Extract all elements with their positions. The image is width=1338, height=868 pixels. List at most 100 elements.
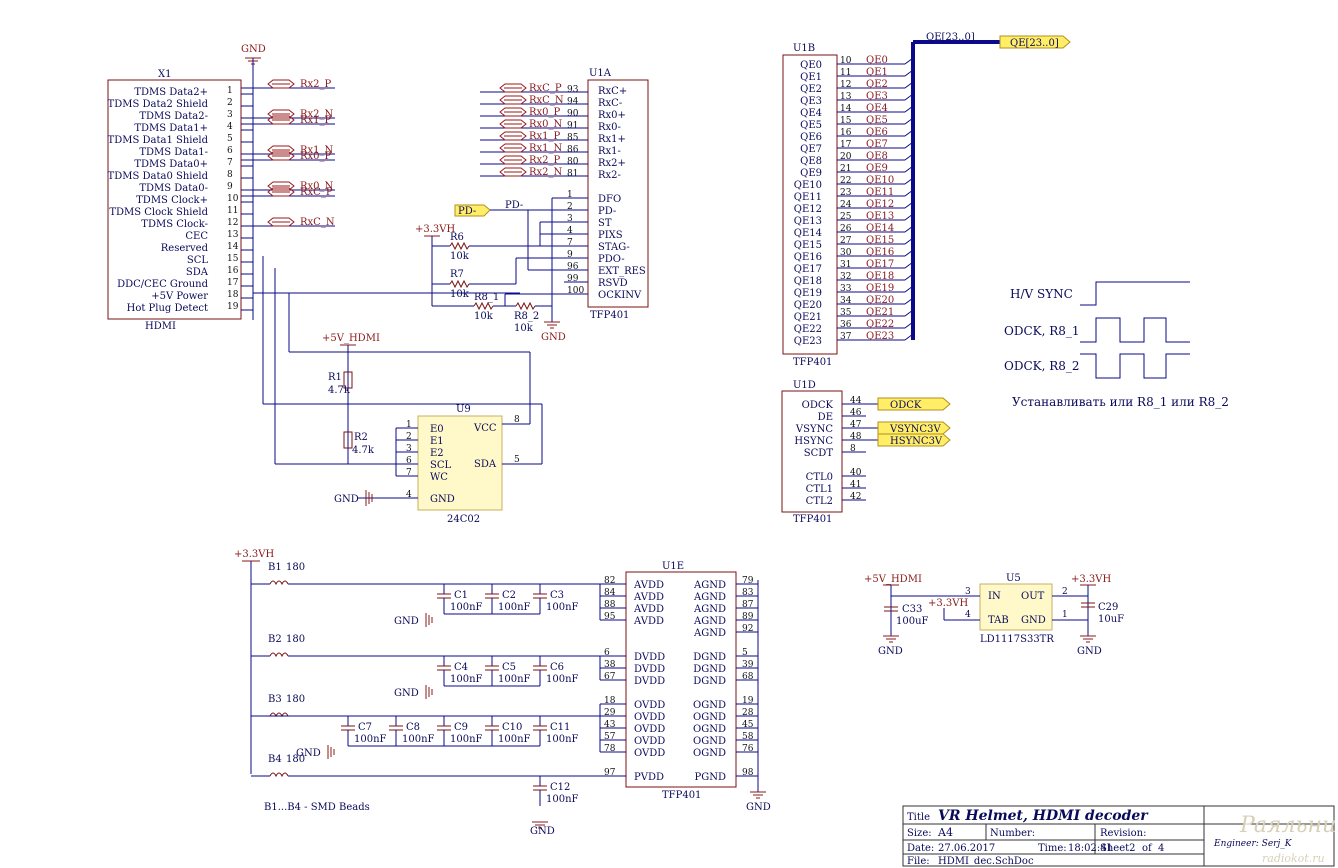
u1e-pin-label: DVDD — [634, 652, 665, 663]
u5-tab-pwr: +3.3VH — [928, 598, 969, 609]
of-value: 4 — [1158, 843, 1164, 854]
cap-ref: C1 — [454, 590, 468, 601]
u9-pin-number: 4 — [406, 490, 412, 500]
x1-pin-number: 2 — [227, 98, 233, 108]
u1e-pin-number: 43 — [604, 720, 616, 730]
u1e-pin-number: 98 — [742, 768, 754, 778]
u9-pin-number: 6 — [406, 456, 412, 466]
bead-value: 180 — [286, 694, 305, 705]
x1-pin-label: TDMS Data2- — [139, 111, 208, 122]
u1a-pin-number: 94 — [567, 97, 579, 107]
x1-pin-label: TDMS Clock Shield — [109, 207, 208, 218]
cap-gnd-label: GND — [394, 688, 419, 699]
u5-pin-out-num: 2 — [1062, 587, 1068, 597]
x1-net-label: Rx2_N — [300, 109, 334, 120]
u1b-pin-number: 15 — [840, 116, 852, 126]
cap-ref: C4 — [454, 662, 468, 673]
u1b-pin-number: 21 — [840, 164, 851, 174]
cap-value: 100nF — [450, 674, 483, 685]
u1d-pin-label: CTL0 — [806, 472, 833, 483]
revision-label: Revision: — [1100, 828, 1146, 839]
u1e-pin-label: OVDD — [634, 700, 665, 711]
size-label: Size: — [907, 828, 932, 839]
u1a-pin-label: RxC+ — [598, 86, 627, 97]
u1b-pin-label: QE3 — [800, 96, 822, 107]
u1b-net-label: QE3 — [866, 91, 888, 102]
u9-pin-number: 5 — [514, 455, 520, 465]
x1-pin-label: TDMS Clock- — [141, 219, 208, 230]
title-block: Title VR Helmet, HDMI decoder Size: A4 N… — [902, 805, 1338, 867]
x1-pin-number: 5 — [227, 134, 233, 144]
u1d-pin-label: CTL2 — [806, 496, 833, 507]
u1b-net-label: QE1 — [866, 67, 888, 78]
u1a-ctl-label: DFO — [598, 194, 621, 205]
cap-ref: C2 — [502, 590, 516, 601]
u1d-pin-number: 41 — [850, 480, 861, 490]
u1b-net-label: QE6 — [866, 127, 888, 138]
u5-ref: U5 — [1006, 573, 1021, 584]
x1-pin-label: SCL — [187, 255, 209, 266]
u1d-pin-label: ODCK — [802, 400, 834, 411]
u1e-pin-label: OVDD — [634, 712, 665, 723]
pd-port — [454, 204, 491, 217]
c33-gnd: GND — [878, 646, 903, 657]
u1b-pin-number: 36 — [840, 320, 852, 330]
r6-ref: R6 — [450, 232, 464, 243]
u1e-pin-number: 76 — [742, 744, 754, 754]
u1d-pin-label: VSYNC — [795, 424, 833, 435]
u1a-ctl-number: 96 — [567, 262, 579, 272]
u5-pin-out: OUT — [1021, 591, 1045, 602]
u1b-pin-label: QE23 — [794, 336, 822, 347]
u1a-ctl-number: 99 — [567, 274, 579, 284]
x1-pin-label: Hot Plug Detect — [127, 303, 208, 314]
u1e-pin-label: AVDD — [633, 592, 664, 603]
u1b-pin-label: QE2 — [800, 84, 822, 95]
u1e-pin-number: 68 — [742, 672, 754, 682]
x1-net-label: RxC_N — [300, 217, 335, 228]
u1e-part: TFP401 — [662, 790, 701, 801]
u1a-ctl-label: ST — [598, 218, 612, 229]
u1d-pin-number: 46 — [850, 408, 862, 418]
u1e-pin-number: 92 — [742, 624, 753, 634]
cap-value: 100nF — [546, 602, 579, 613]
u1e-pin-number: 38 — [604, 660, 616, 670]
u1a-ctl-number: 100 — [567, 286, 584, 296]
u1e-pin-label: PGND — [695, 772, 726, 783]
x1-pin-number: 7 — [227, 158, 233, 168]
u1b-net-label: QE13 — [866, 211, 894, 222]
cap-value: 100nF — [546, 794, 579, 805]
engineer: Engineer: Serj_K — [1213, 839, 1293, 849]
timing-note: Устанавливать или R8_1 или R8_2 — [1012, 395, 1229, 409]
x1-pin-number: 13 — [227, 230, 239, 240]
timing-odck1: ODCK, R8_1 — [1004, 324, 1080, 338]
u1b-pin-label: QE9 — [800, 168, 822, 179]
u1b-net-label: QE11 — [866, 187, 894, 198]
size-value: A4 — [937, 826, 953, 839]
u1b-net-label: QE21 — [866, 307, 894, 318]
bead-value: 180 — [286, 562, 305, 573]
u1a-ctl-number: 7 — [567, 238, 573, 248]
u1a-pin-label: Rx1- — [598, 146, 621, 157]
u1b-net-label: QE22 — [866, 319, 894, 330]
u1b-net-label: QE12 — [866, 199, 894, 210]
u9-pin-number: 3 — [406, 444, 412, 454]
watermark: Paяльник КОТ — [1239, 813, 1338, 838]
u9-pin-label: E2 — [430, 448, 444, 459]
cap-value: 100nF — [354, 734, 387, 745]
pd-port-label: PD- — [458, 206, 476, 217]
u9-pin-number: 2 — [406, 432, 412, 442]
u1e-pin-number: 6 — [604, 648, 610, 658]
time-label: Time: — [1038, 843, 1067, 854]
u1b-net-label: QE16 — [866, 247, 894, 258]
u1e-pin-number: 78 — [604, 744, 616, 754]
x1-pin-label: DDC/CEC Ground — [117, 279, 209, 290]
cap-value: 100nF — [498, 674, 531, 685]
x1-pin-number: 3 — [227, 110, 233, 120]
u1b-pin-label: QE10 — [794, 180, 822, 191]
u1b-pin-number: 31 — [840, 260, 851, 270]
x1-pin-label: TDMS Data2 Shield — [108, 99, 209, 110]
u9-pwr: +5V_HDMI — [322, 333, 380, 344]
cap-ref: C8 — [406, 722, 420, 733]
u1b-pin-number: 12 — [840, 80, 851, 90]
